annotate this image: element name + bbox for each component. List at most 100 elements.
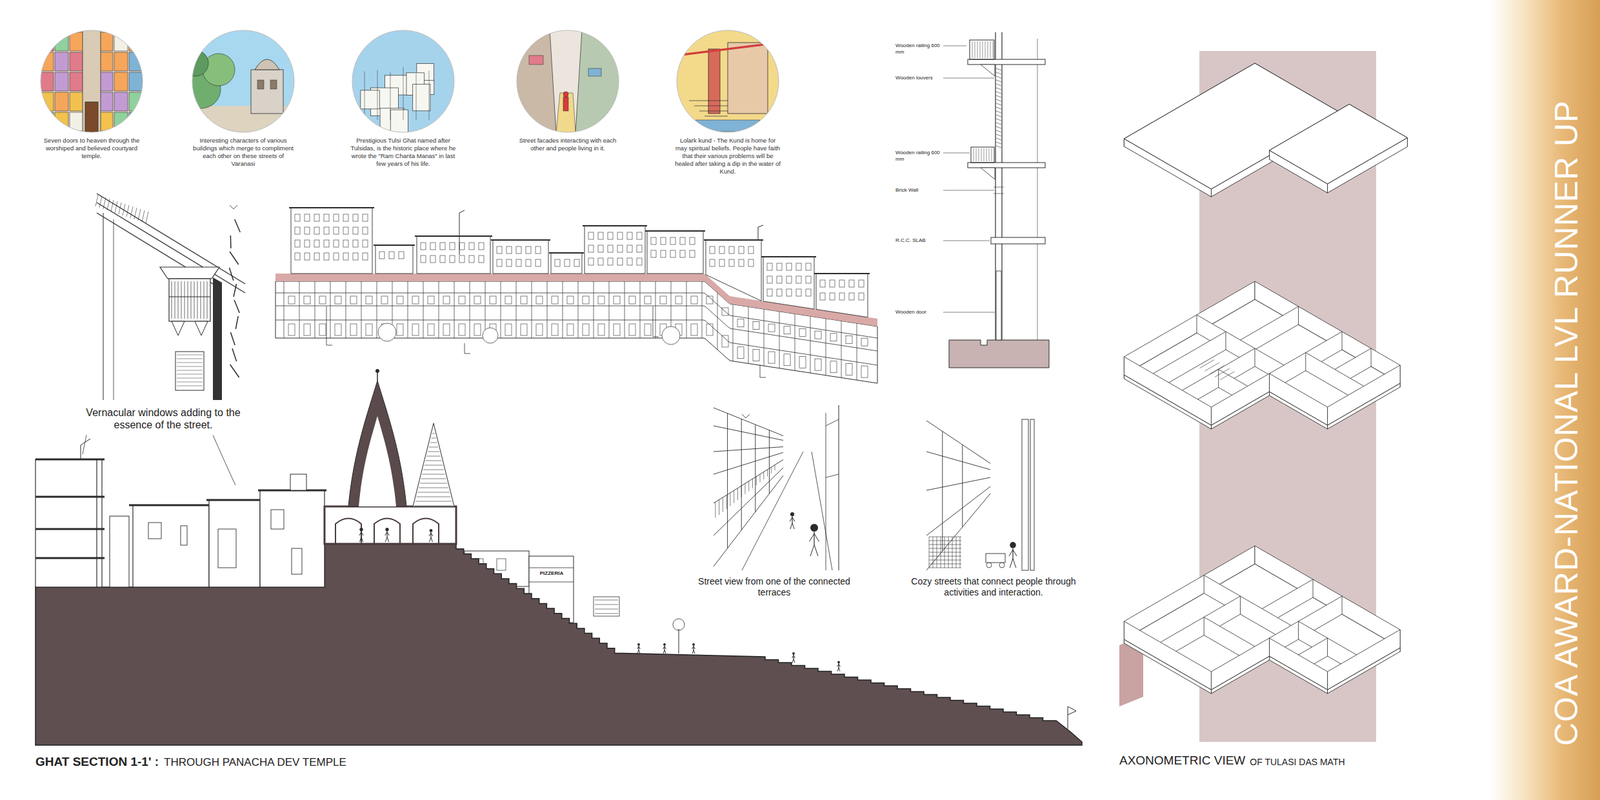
arcade-window (783, 326, 791, 335)
perspective-line (713, 460, 784, 504)
bracket (980, 64, 995, 77)
window-mark (588, 258, 594, 266)
facade-panel (114, 52, 128, 71)
railing-bar (974, 41, 976, 59)
spire-hatch (426, 456, 440, 457)
cart-wheel (999, 562, 1005, 568)
person-head (563, 91, 569, 97)
arcade-door (288, 323, 295, 336)
cornice-line (761, 256, 817, 258)
signboard-line (529, 581, 574, 583)
vignette: Lolark kund - The Kund is home for may s… (663, 29, 793, 175)
pier-line (686, 281, 688, 339)
wall-edge (825, 419, 839, 426)
figure-head (663, 643, 666, 646)
railing-bar (989, 148, 990, 162)
arcade-door (598, 323, 605, 336)
window-mark (314, 252, 320, 260)
arcade-door (319, 323, 326, 336)
figure-head (810, 523, 819, 532)
window-mark (588, 245, 594, 253)
section-building (109, 516, 130, 588)
grille-line (929, 536, 962, 538)
grille-line (936, 536, 938, 568)
stair-room (290, 474, 307, 491)
arcade-window (319, 296, 326, 304)
arcade-door (861, 365, 868, 378)
rail-bar (744, 483, 746, 495)
arcade-door (303, 323, 311, 336)
pier-line (299, 281, 300, 339)
louver-line (996, 87, 1002, 90)
window-mark (858, 280, 864, 288)
window-mark (343, 252, 349, 260)
window-mark (820, 292, 826, 300)
window-mark (362, 214, 368, 222)
tree-stroke (229, 251, 239, 265)
arcade-window (396, 296, 404, 304)
window-mark (478, 255, 484, 263)
wall-section (949, 32, 1050, 368)
window-mark (607, 258, 613, 266)
window-mark (786, 276, 792, 284)
arcade-door (427, 323, 435, 336)
window-mark (352, 240, 359, 248)
cornice-line (645, 230, 706, 232)
arcade-door (551, 323, 559, 336)
window-mark (304, 227, 310, 235)
wall-plane (1327, 365, 1401, 426)
window-mark (459, 255, 465, 263)
bird-mark (229, 205, 238, 210)
signboard-line (529, 567, 574, 569)
material-label: Wooden railing 600 mm (895, 149, 948, 162)
window-mark (767, 289, 773, 297)
figure-legs (359, 536, 363, 542)
stair-tread (1220, 371, 1235, 380)
window-mark (294, 214, 300, 222)
window-mark (660, 250, 666, 258)
rail-bar (737, 488, 739, 501)
figure-legs (663, 649, 666, 654)
vignette-outline (40, 30, 143, 133)
facade-panel (69, 32, 84, 51)
louver-line (996, 95, 1002, 98)
vignette-art (503, 29, 633, 133)
door-mark (291, 548, 302, 575)
step-line (689, 100, 728, 102)
vignette-image (338, 29, 468, 133)
floor-slab (35, 458, 105, 461)
balcony-bar (174, 281, 176, 319)
arcade-window (381, 296, 388, 304)
pier-line (655, 281, 657, 339)
vignette-art (178, 29, 308, 133)
louver-line (996, 76, 1002, 79)
hatch-stroke (122, 203, 126, 216)
slab (967, 59, 1046, 65)
facade-panel (69, 92, 84, 111)
drawing-title: GHAT SECTION 1-1' : (35, 754, 159, 770)
railing (969, 40, 995, 60)
spire-void (358, 416, 397, 507)
rail-bar (760, 474, 761, 483)
facade-panel (40, 32, 54, 51)
floor-slab (35, 557, 105, 560)
window-hatch (176, 370, 203, 371)
facade-panel (114, 32, 128, 51)
perspective-line (926, 477, 991, 491)
flag-pole (80, 438, 91, 460)
shop-sign: PIZZERIA (531, 570, 572, 577)
louver-line (996, 68, 1002, 71)
balcony-canopy (160, 267, 220, 279)
perspective-line (926, 486, 991, 536)
window-mark (343, 214, 349, 222)
art-sky (338, 29, 468, 133)
pier-line (640, 281, 641, 339)
column (1021, 419, 1029, 571)
leader-line (943, 240, 990, 242)
window-mark (574, 259, 580, 267)
vignette-caption: Lolark kund - The Kund is home for may s… (674, 136, 781, 175)
floor-slab (35, 496, 105, 499)
spire-finial (376, 372, 379, 381)
pier-line (314, 281, 316, 339)
cornice-line (703, 239, 764, 241)
